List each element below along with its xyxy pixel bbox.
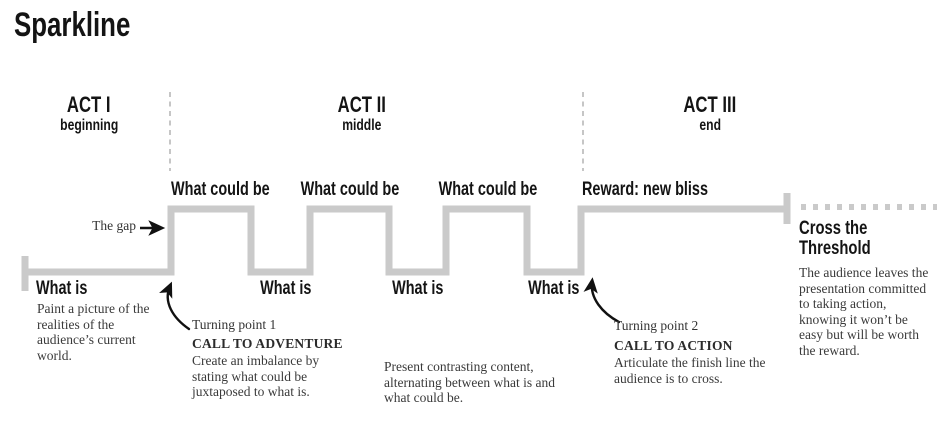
act-2-header: ACT II middle	[283, 92, 441, 135]
act-3-sub: end	[699, 117, 721, 134]
call-to-adventure-heading: CALL TO ADVENTURE	[192, 336, 343, 351]
act-1-sub: beginning	[59, 117, 119, 134]
reward-label: Reward: new bliss	[582, 179, 708, 200]
call-to-action-heading: CALL TO ACTION	[614, 338, 733, 353]
act-2-name: ACT II	[337, 92, 387, 117]
turning-point-1-label: Turning point 1	[192, 317, 277, 332]
what-could-be-label-2: What could be	[300, 179, 400, 200]
turning-point-2-description: Articulate the finish line the audience …	[614, 355, 766, 386]
what-could-be-label-1: What could be	[171, 179, 270, 200]
what-is-description: Paint a picture of the realities of the …	[37, 301, 150, 363]
what-is-label-3: What is	[392, 278, 444, 299]
gap-label: The gap	[92, 218, 136, 233]
act-2-sub: middle	[342, 117, 382, 134]
what-is-label-2: What is	[260, 278, 312, 299]
act-1-name: ACT I	[67, 92, 111, 117]
page-title: Sparkline	[14, 6, 131, 44]
turning-point-1-description: Create an imbalance by stating what coul…	[192, 353, 320, 399]
wave-line	[25, 205, 787, 276]
turning-point-2-label: Turning point 2	[614, 318, 699, 333]
what-could-be-label-3: What could be	[438, 179, 538, 200]
what-is-label-4: What is	[528, 278, 580, 299]
act-1-header: ACT I beginning	[10, 92, 168, 135]
turning-point-1-arrow-icon	[159, 281, 191, 331]
act-3-name: ACT III	[683, 92, 737, 117]
threshold-heading: Cross the Threshold	[799, 218, 871, 259]
threshold-description: The audience leaves the presentation com…	[799, 265, 929, 358]
what-is-label-1: What is	[36, 278, 88, 299]
act-3-header: ACT III end	[631, 92, 789, 135]
turning-point-2-arrow-icon	[583, 277, 621, 324]
middle-description: Present contrasting content, alternating…	[384, 359, 555, 405]
